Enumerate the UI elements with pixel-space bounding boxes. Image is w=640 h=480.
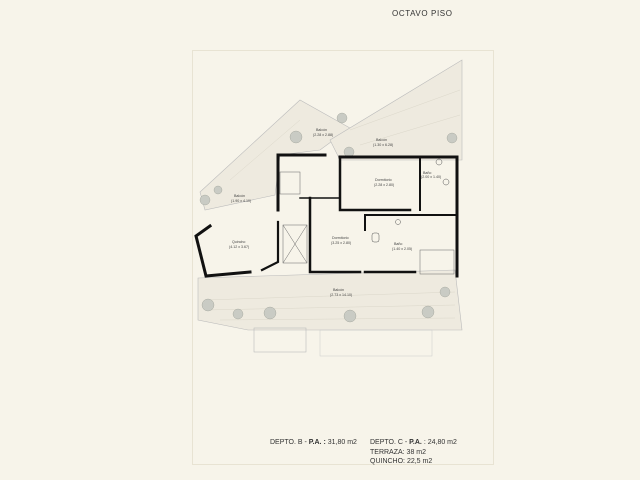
walls — [194, 153, 459, 278]
room-label-quincho: Quincho — [232, 240, 245, 244]
room-dims-balcon-top-right: (1.30 x 6.28) — [373, 143, 393, 147]
room-dims-balcon-top-left: (2.28 x 2.88) — [313, 133, 333, 137]
plant-icon — [199, 194, 211, 206]
legend-depto-b-area: 31,80 m2 — [325, 439, 357, 446]
legend-depto-c-label: DEPTO. C - — [370, 439, 410, 446]
plant-icon — [439, 286, 451, 298]
legend-depto-b: DEPTO. B - P.A. : 31,80 m2 — [270, 438, 357, 448]
legend-depto-c-area: : 24,80 m2 — [421, 439, 457, 446]
plant-icon — [232, 308, 244, 320]
room-label-balcon-top-right: Balcón — [376, 138, 387, 142]
stairs — [279, 171, 455, 275]
room-label-balcon-bottom: Balcón — [333, 288, 344, 292]
legend-depto-c-pa: P.A. — [409, 439, 422, 446]
terrace-top-right — [329, 59, 463, 161]
plant-icon — [289, 130, 303, 144]
room-label-bano-top: Baño — [423, 171, 431, 175]
deck-strip — [319, 329, 433, 357]
legend-depto-c: DEPTO. C - P.A. : 24,80 m2 TERRAZA: 38 m… — [370, 438, 457, 467]
legend-depto-b-pa: P.A. : — [308, 439, 326, 446]
plant-icon — [343, 309, 357, 323]
planter-box — [253, 327, 307, 353]
plants — [199, 112, 458, 323]
room-dims-dormitorio-center: (3.25 x 2.80) — [331, 241, 351, 245]
legend-depto-b-label: DEPTO. B - — [270, 439, 309, 446]
plant-icon — [446, 132, 458, 144]
legend-quincho: QUINCHO: 22,5 m2 — [370, 458, 433, 465]
legend-depto-c-row: DEPTO. C - P.A. : 24,80 m2 — [370, 438, 457, 448]
room-label-bano-bottom: Baño — [394, 242, 402, 246]
plant-icon — [213, 185, 223, 195]
room-label-balcon-top-left: Balcón — [316, 128, 327, 132]
room-dims-bano-bottom: (1.40 x 2.05) — [392, 247, 412, 251]
room-dims-balcon-left: (1.90 x 4.10) — [231, 199, 251, 203]
plan-sheet — [192, 50, 494, 465]
terrace-top-left — [199, 99, 351, 211]
room-label-dormitorio-right: Dormitorio — [375, 178, 392, 182]
room-dims-dormitorio-right: (2.28 x 2.80) — [374, 183, 394, 187]
room-dims-balcon-bottom: (2.73 x 14.10) — [330, 293, 352, 297]
page-title: OCTAVO PISO — [392, 9, 453, 18]
room-label-balcon-left: Balcón — [234, 194, 245, 198]
plant-icon — [421, 305, 435, 319]
room-dims-quincho: (4.12 x 3.67) — [229, 245, 249, 249]
legend-terraza: TERRAZA: 38 m2 — [370, 448, 427, 456]
plant-icon — [263, 306, 277, 320]
terrace-bottom — [197, 269, 463, 331]
terrace-hatching — [204, 89, 461, 321]
room-dims-bano-top: (2.00 x 1.40) — [421, 175, 441, 179]
plant-icon — [201, 298, 215, 312]
plant-icon — [336, 112, 348, 124]
room-label-dormitorio-center: Dormitorio — [332, 236, 349, 240]
bathroom-fixtures — [371, 158, 450, 243]
